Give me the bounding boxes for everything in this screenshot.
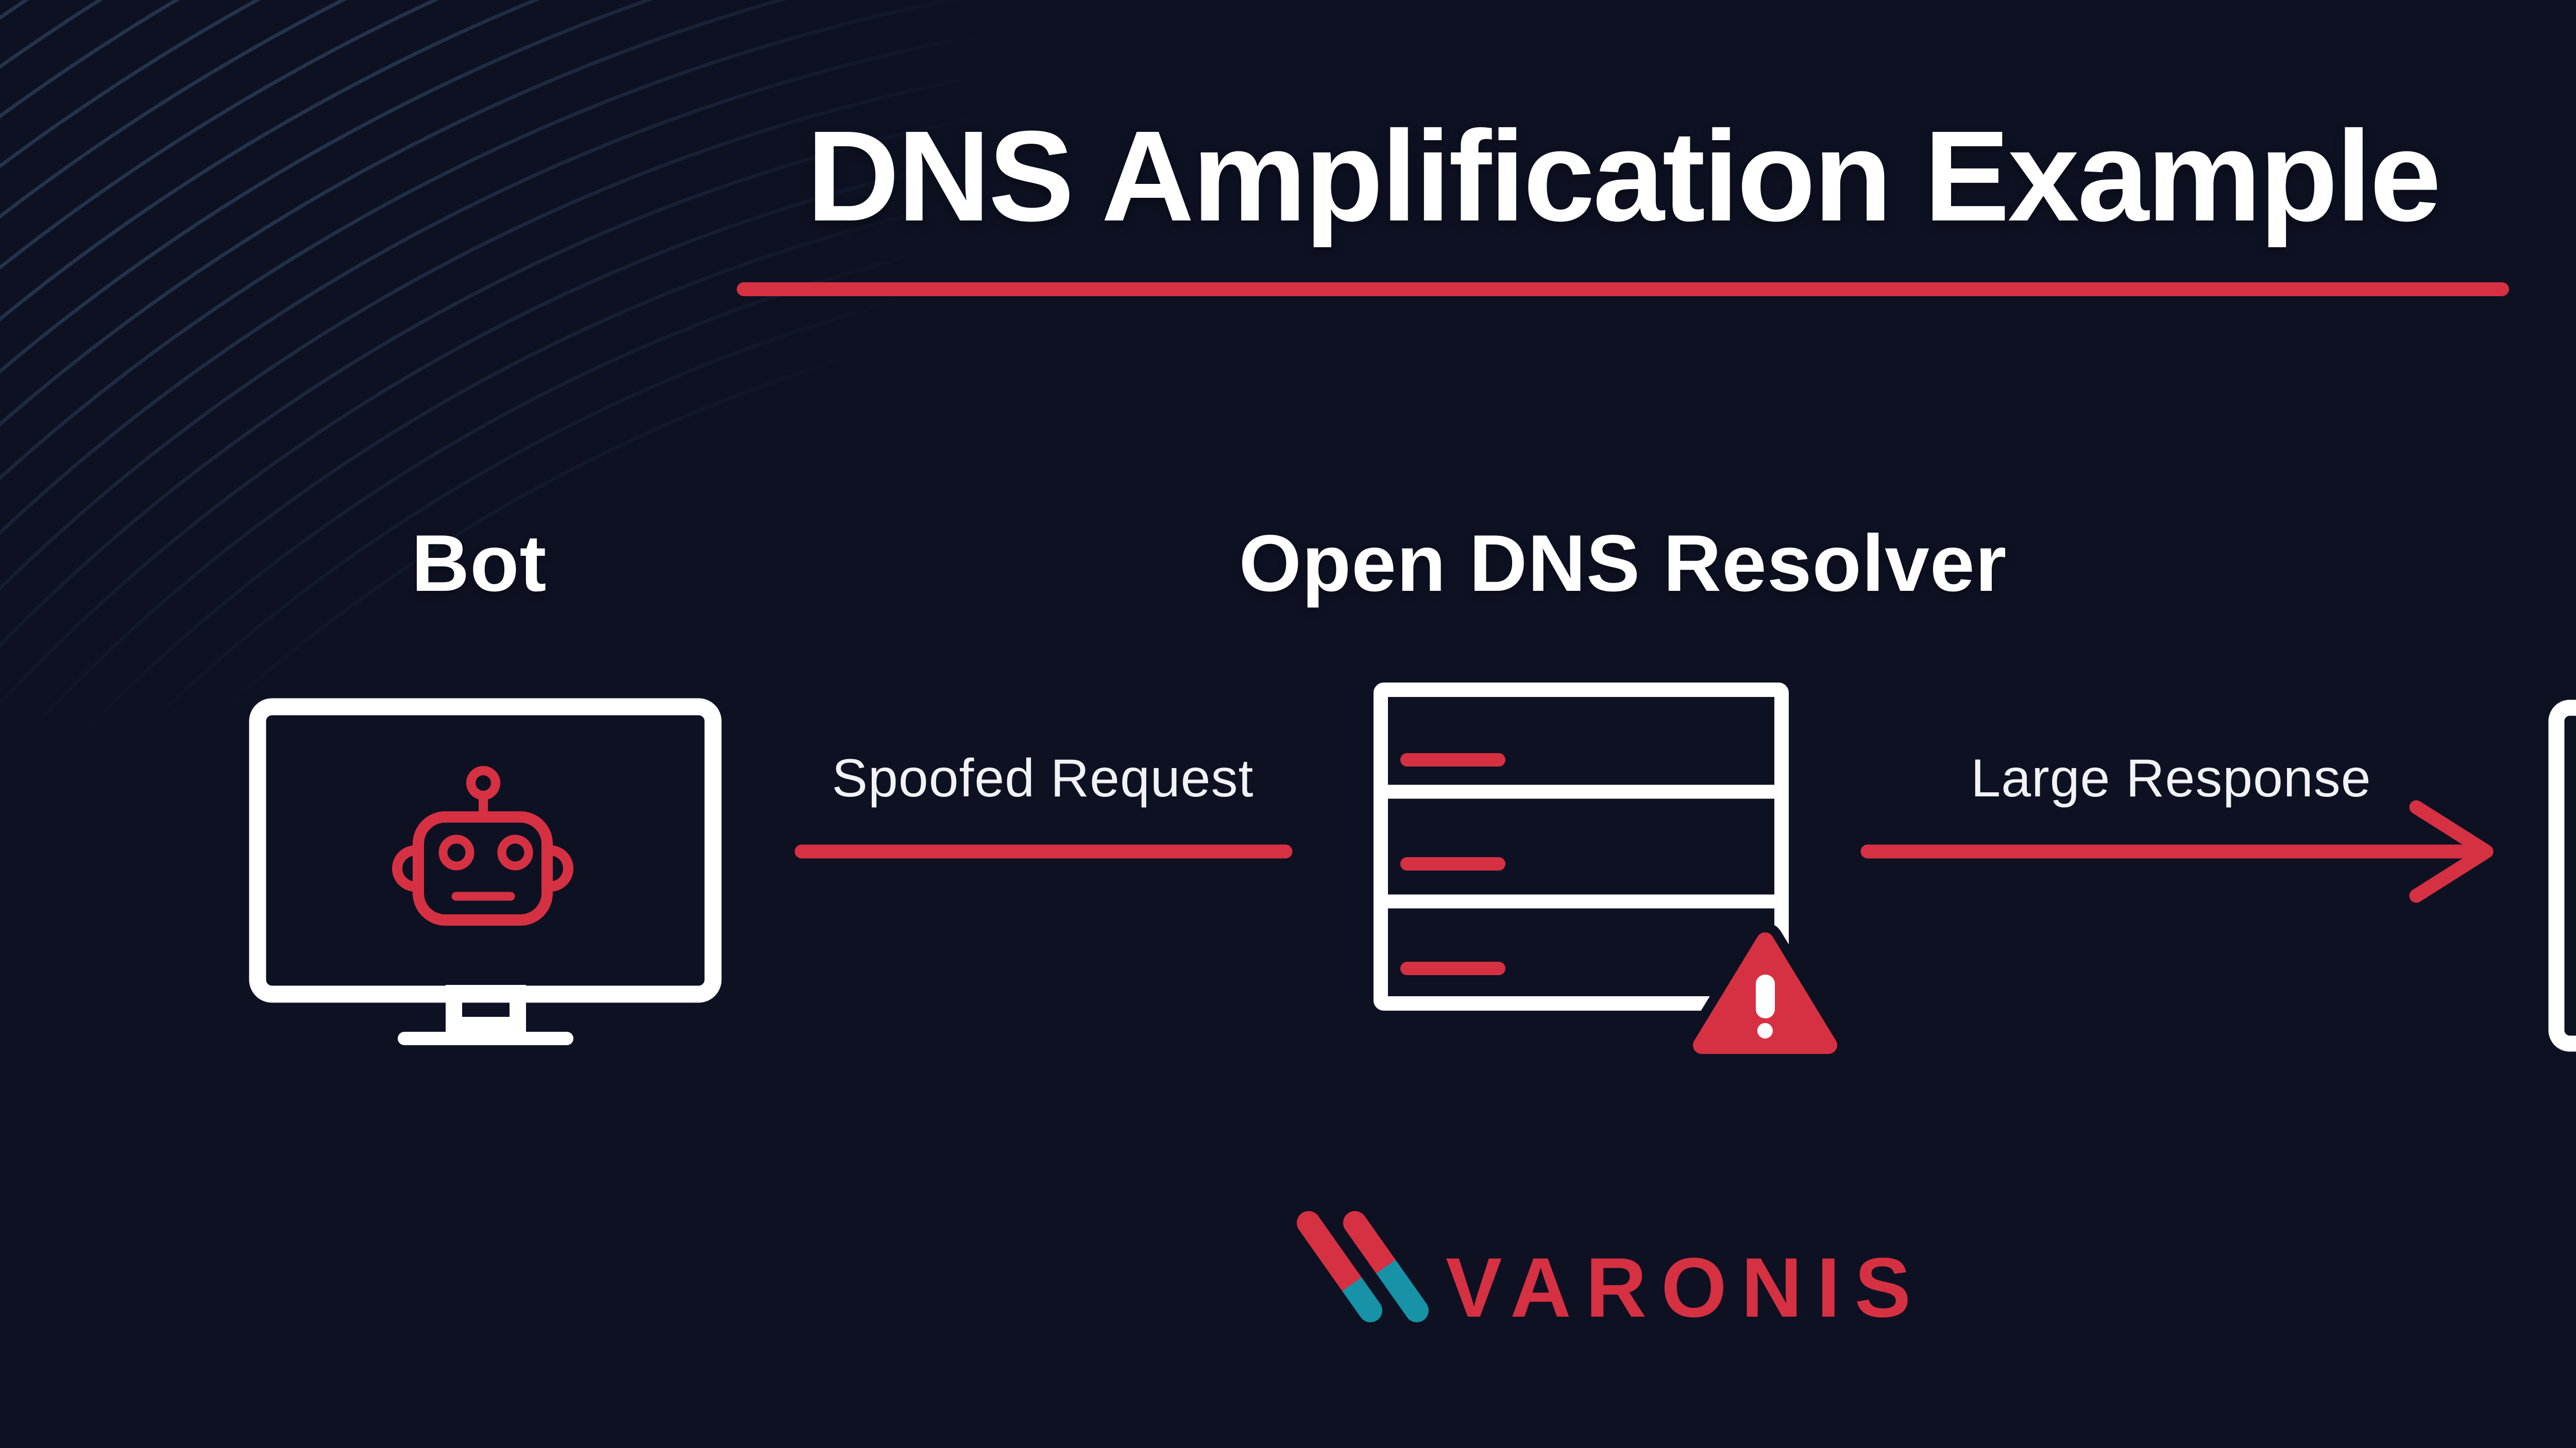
robot-eye-left (438, 834, 474, 871)
varonis-slash-1 (1297, 1211, 1382, 1322)
server-led-3 (1400, 962, 1505, 975)
monitor-stand-neck (446, 985, 526, 1033)
robot-eye-right (497, 834, 533, 871)
bot-node-label: Bot (411, 519, 547, 608)
varonis-wordmark: VARONIS (1446, 1240, 1925, 1335)
id-card-frame (2548, 700, 2576, 1052)
title-underline (737, 282, 2509, 296)
robot-antenna-tip (466, 766, 500, 800)
varonis-slash-2 (1343, 1211, 1429, 1322)
large-response-arrow (1860, 800, 2494, 903)
warning-exclamation-bar (1756, 975, 1775, 1018)
server-led-1 (1400, 753, 1505, 766)
large-response-label: Large Response (1971, 748, 2371, 808)
server-chassis (1374, 683, 1789, 1011)
monitor-robot-icon (249, 698, 722, 1045)
server-led-2 (1400, 857, 1505, 871)
warning-exclamation-dot (1757, 1023, 1773, 1038)
page-title: DNS Amplification Example (806, 104, 2441, 248)
server-stack-icon (1374, 683, 1789, 1011)
robot-face-icon (392, 766, 573, 926)
resolver-node-label: Open DNS Resolver (1239, 519, 2007, 608)
robot-head (413, 811, 553, 926)
varonis-logo: VARONIS (1297, 1211, 1925, 1335)
arrow-right-head (2409, 800, 2494, 903)
id-card-person-icon (2548, 700, 2576, 1052)
spoofed-request-label: Spoofed Request (832, 748, 1254, 808)
warning-triangle-icon (1683, 923, 1847, 1064)
monitor-stand-base (398, 1032, 573, 1045)
